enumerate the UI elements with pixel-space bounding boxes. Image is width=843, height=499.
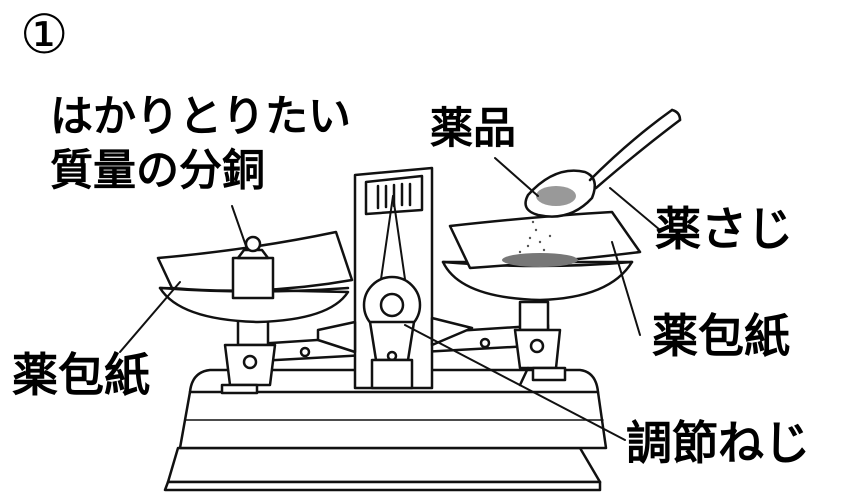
left-pan-holder bbox=[220, 316, 277, 395]
weighing-paper-left-label: 薬包紙 bbox=[12, 348, 150, 402]
weight-label-line1: はかりとりたい bbox=[50, 92, 351, 142]
right-pan-holder bbox=[513, 300, 567, 387]
balance-base bbox=[163, 368, 608, 492]
spoon-label: 薬さじ bbox=[655, 202, 793, 256]
chemical-label: 薬品 bbox=[430, 104, 516, 154]
adjusting-screw bbox=[362, 275, 422, 390]
chemical-powder bbox=[502, 220, 578, 267]
leader-lines bbox=[119, 157, 661, 441]
weight-label-line2: 質量の分銅 bbox=[50, 146, 265, 196]
spoon bbox=[524, 108, 682, 218]
weighing-paper-right-label: 薬包紙 bbox=[652, 309, 790, 363]
adjusting-screw-label: 調節ねじ bbox=[626, 416, 810, 470]
step-number: ① bbox=[20, 3, 69, 66]
